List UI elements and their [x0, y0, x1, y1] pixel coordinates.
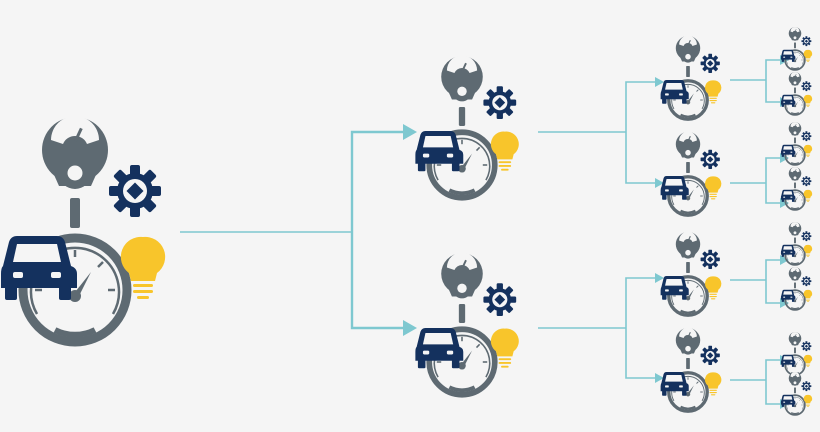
car-icon parking-meter-icon gear-icon speedometer-icon lightbulb-icon — [658, 129, 724, 217]
connector-branch — [765, 359, 780, 380]
node-level-4-2 — [780, 71, 813, 116]
car-icon parking-meter-icon gear-icon speedometer-icon lightbulb-icon — [780, 121, 813, 166]
connector-branch — [765, 59, 780, 80]
connector-branch — [765, 183, 780, 204]
node-level-3-3 — [658, 229, 724, 317]
connector-arrow-icon — [403, 124, 417, 140]
car-icon parking-meter-icon gear-icon speedometer-icon lightbulb-icon — [658, 33, 724, 121]
node-level-4-1 — [780, 26, 813, 71]
connector-branch — [765, 280, 780, 304]
car-icon parking-meter-icon gear-icon speedometer-icon lightbulb-icon — [780, 331, 813, 376]
node-level-4-8 — [780, 371, 813, 416]
connector-arrow-icon — [780, 255, 789, 265]
connector-branch — [350, 130, 403, 232]
node-level-2-1 — [415, 55, 518, 197]
car-icon parking-meter-icon gear-icon speedometer-icon lightbulb-icon — [658, 229, 724, 317]
node-level-2-2 — [415, 252, 518, 394]
node-level-3-2 — [658, 129, 724, 217]
connector-arrow-icon — [655, 373, 664, 383]
connector-branch — [625, 277, 655, 328]
car-icon parking-meter-icon gear-icon speedometer-icon lightbulb-icon — [780, 266, 813, 311]
connector-branch — [765, 259, 780, 280]
connector-arrow-icon — [403, 320, 417, 336]
connector-arrow-icon — [655, 178, 664, 188]
node-level-4-3 — [780, 121, 813, 166]
node-level-3-1 — [658, 33, 724, 121]
car-icon parking-meter-icon gear-icon speedometer-icon lightbulb-icon — [1, 116, 165, 342]
car-icon parking-meter-icon gear-icon speedometer-icon lightbulb-icon — [780, 26, 813, 71]
car-icon parking-meter-icon gear-icon speedometer-icon lightbulb-icon — [415, 55, 518, 197]
car-icon parking-meter-icon gear-icon speedometer-icon lightbulb-icon — [780, 221, 813, 266]
node-level-4-4 — [780, 166, 813, 211]
car-icon parking-meter-icon gear-icon speedometer-icon lightbulb-icon — [780, 166, 813, 211]
car-icon parking-meter-icon gear-icon speedometer-icon lightbulb-icon — [780, 71, 813, 116]
connector-branch — [765, 80, 780, 103]
connector-branch — [625, 328, 655, 379]
node-level-4-7 — [780, 331, 813, 376]
connector-branch — [765, 380, 780, 405]
connector-arrow-icon — [655, 273, 664, 283]
node-level-1-1 — [1, 116, 165, 342]
node-level-4-6 — [780, 266, 813, 311]
node-level-4-5 — [780, 221, 813, 266]
connector-branch — [765, 157, 780, 183]
car-icon parking-meter-icon gear-icon speedometer-icon lightbulb-icon — [780, 371, 813, 416]
connector-branch — [625, 132, 655, 184]
connector-branch — [350, 232, 403, 330]
node-level-3-4 — [658, 325, 724, 413]
connector-arrow-icon — [655, 77, 664, 87]
connector-branch — [625, 81, 655, 132]
car-icon parking-meter-icon gear-icon speedometer-icon lightbulb-icon — [415, 252, 518, 394]
car-icon parking-meter-icon gear-icon speedometer-icon lightbulb-icon — [658, 325, 724, 413]
